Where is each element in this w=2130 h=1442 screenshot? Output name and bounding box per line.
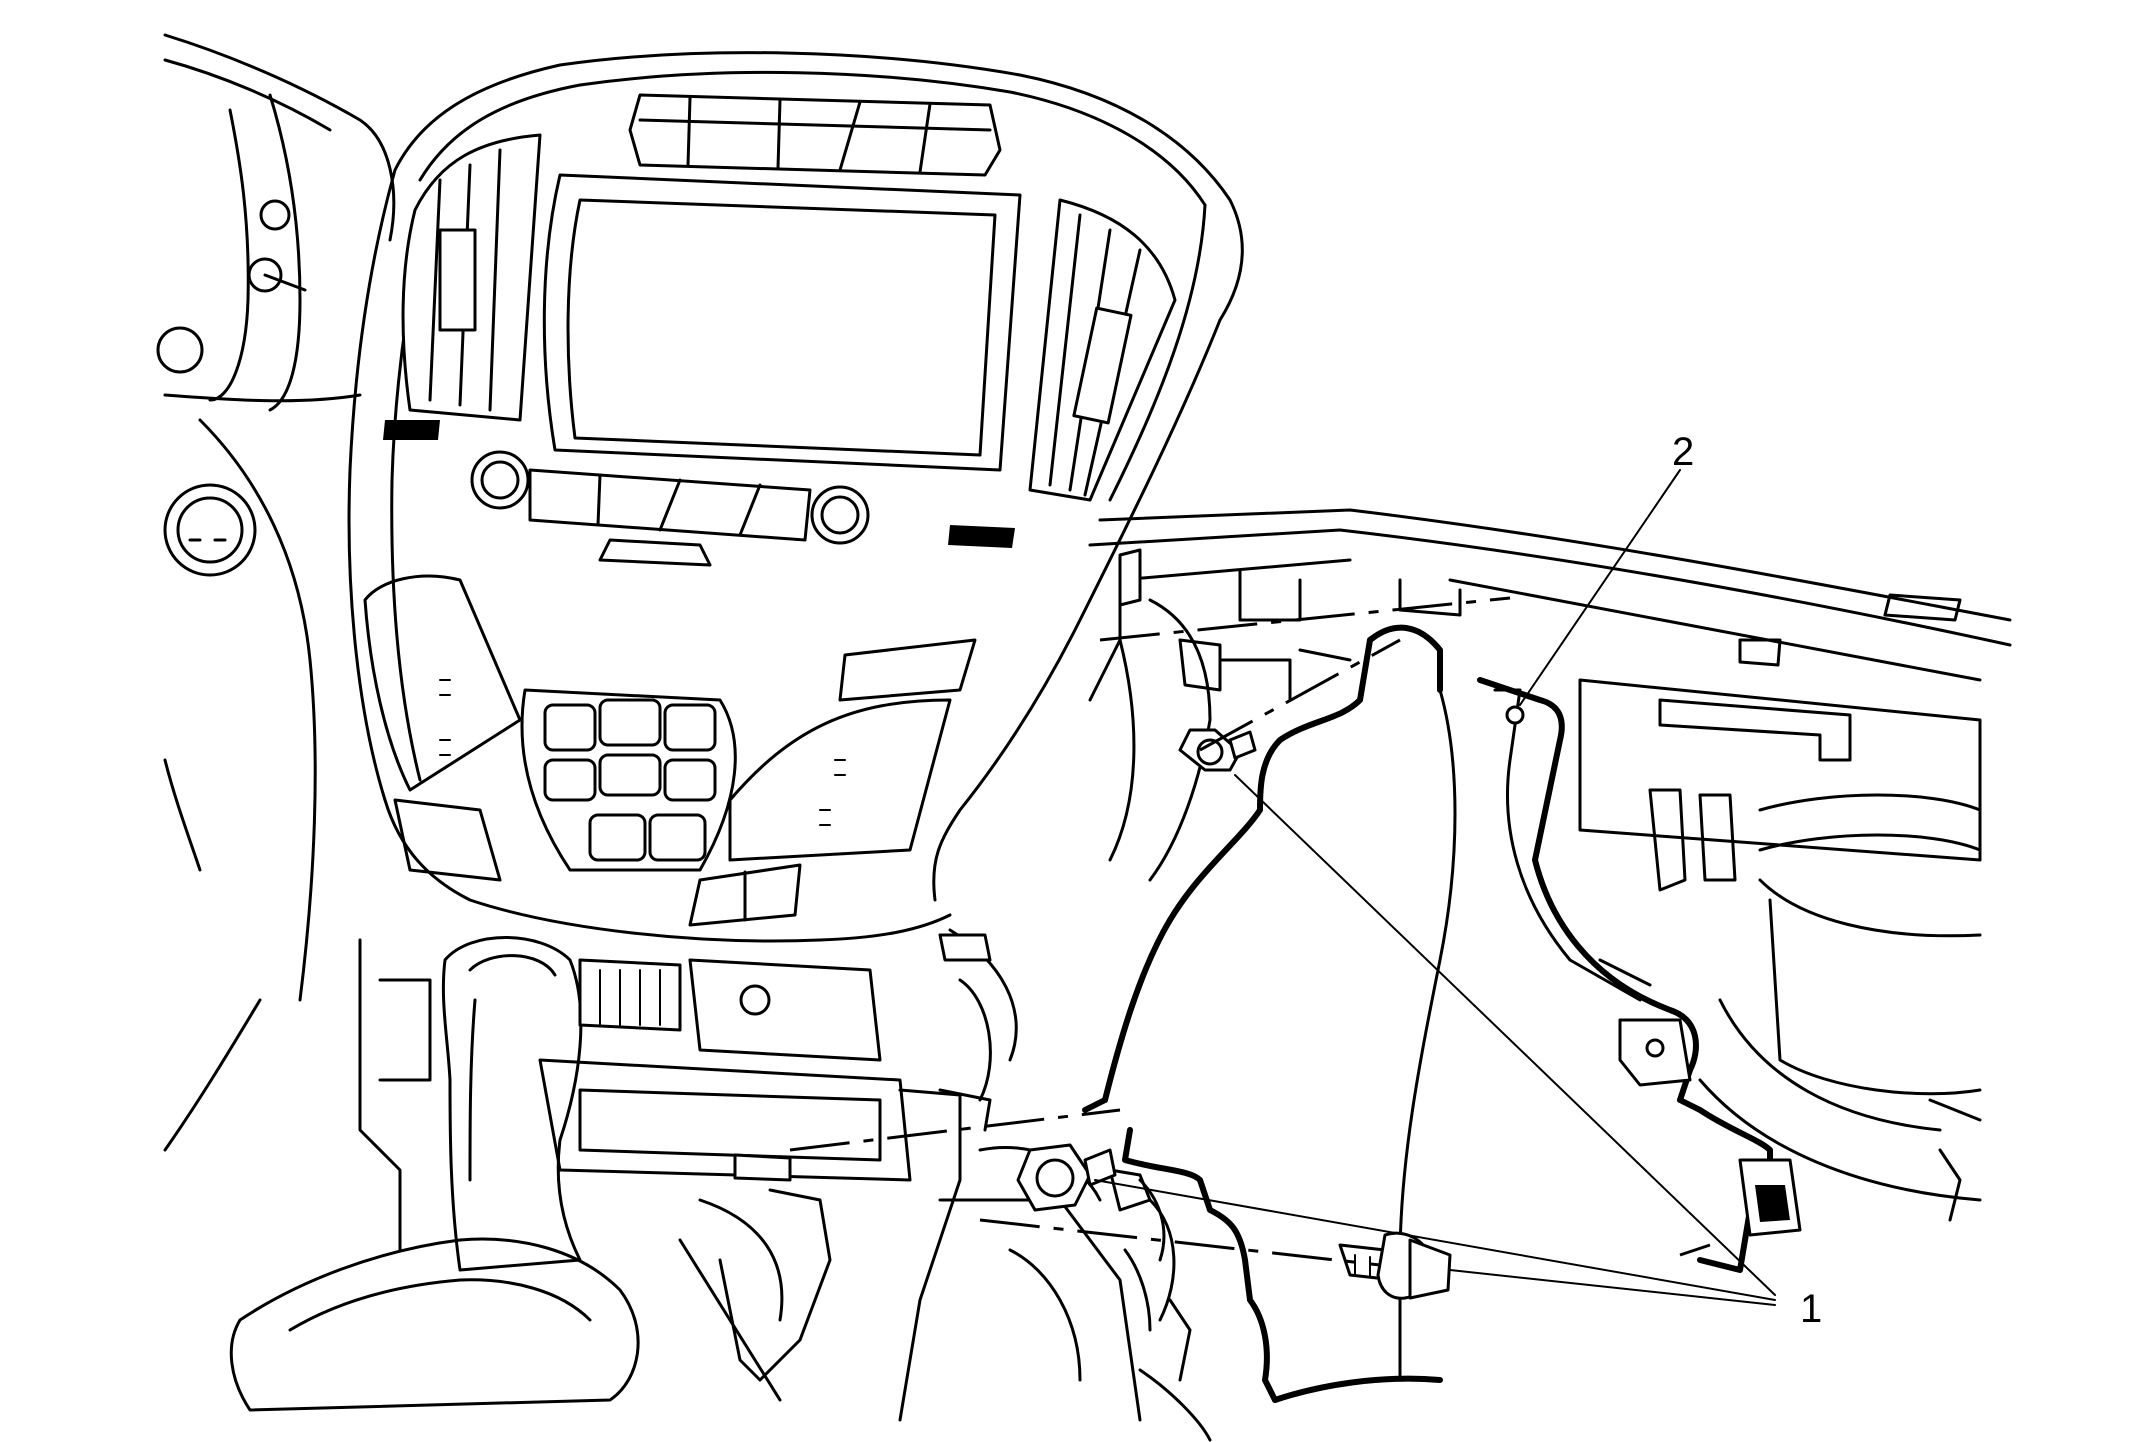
display-screen [542, 173, 1022, 472]
bolt-upper [1178, 728, 1257, 772]
callout-2: 2 [1672, 430, 1694, 474]
assembly-lines [789, 596, 1711, 1267]
callout-1: 1 [1800, 1287, 1822, 1331]
left-knobs [156, 199, 307, 577]
left-air-vent [383, 133, 542, 440]
top-vent [628, 93, 1002, 177]
leader-lines [1094, 469, 1776, 1306]
left-dash-trim [163, 33, 396, 1152]
dash-top-right [1088, 508, 2012, 682]
knee-bolster-panel [1082, 624, 1457, 1403]
knee-bolster-bracket [1477, 677, 1802, 1273]
radio-controls [470, 450, 870, 567]
gear-shifter [229, 936, 640, 1412]
bolt-middle [1016, 1143, 1117, 1212]
button-cluster [520, 688, 737, 872]
hvac-module [1578, 678, 1982, 1222]
console-structure [358, 938, 912, 1402]
right-air-vent [948, 198, 1177, 548]
bolt-lower [1338, 1231, 1452, 1300]
right-structure [938, 548, 1352, 1322]
climate-panel [363, 574, 977, 927]
lower-center-structure [898, 1088, 1212, 1442]
